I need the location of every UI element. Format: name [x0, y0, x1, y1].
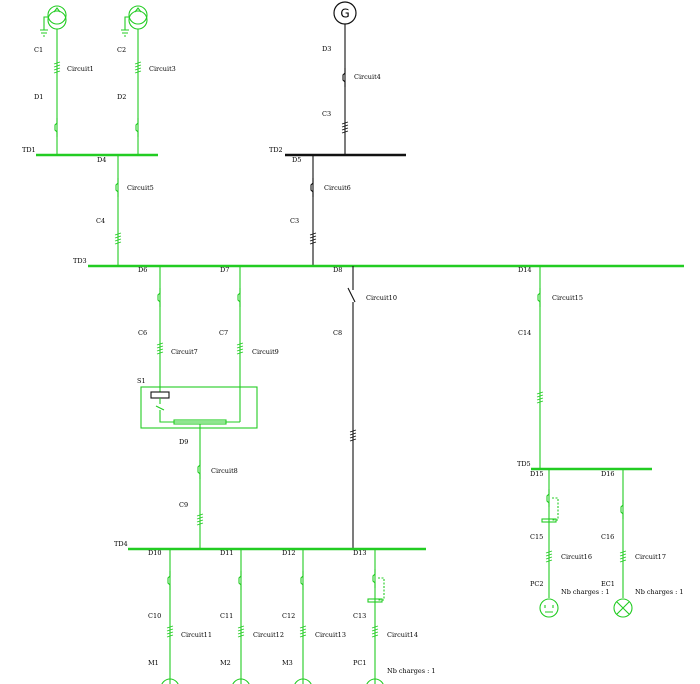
circuit6-label: Circuit6 — [324, 184, 351, 192]
protection-d11-label: D11 — [220, 549, 233, 557]
lamp-ec1-icon — [613, 598, 633, 618]
cable-c3-label-top: C3 — [322, 110, 331, 118]
load-ec1-label: EC1 — [601, 580, 615, 588]
cable-c8-label: C8 — [333, 329, 342, 337]
circuit1-label: Circuit1 — [67, 65, 94, 73]
cable-c2-label: C2 — [117, 46, 126, 54]
transformer-1-symbol — [40, 5, 67, 37]
cable-c13-label: C13 — [353, 612, 366, 620]
protection-d8-label: D8 — [333, 266, 342, 274]
socket-pc1-icon — [366, 678, 384, 684]
cable-c6-label: C6 — [138, 329, 147, 337]
protection-d9-label: D9 — [179, 438, 188, 446]
protection-d15-label: D15 — [530, 470, 543, 478]
circuit13-label: Circuit13 — [315, 631, 346, 639]
generator-letter: G — [340, 7, 349, 21]
motor-m3-icon — [294, 678, 312, 684]
cable-c16-label: C16 — [601, 533, 614, 541]
circuit8-label: Circuit8 — [211, 467, 238, 475]
protection-d5-label: D5 — [292, 156, 301, 164]
circuit9-label: Circuit9 — [252, 348, 279, 356]
protection-d3-label: D3 — [322, 45, 331, 53]
circuit4-label: Circuit4 — [354, 73, 381, 81]
circuit11-label: Circuit11 — [181, 631, 212, 639]
circuit5-label: Circuit5 — [127, 184, 154, 192]
board-td3-label: TD3 — [73, 257, 87, 265]
protection-d13-label: D13 — [353, 549, 366, 557]
circuit12-label: Circuit12 — [253, 631, 284, 639]
load-pc1-label: PC1 — [353, 659, 366, 667]
board-td5-label: TD5 — [517, 460, 531, 468]
load-m2-label: M2 — [220, 659, 231, 667]
cable-c10-label: C10 — [148, 612, 161, 620]
load-pc1-charges: Nb charges : 1 — [387, 667, 436, 675]
board-td4-label: TD4 — [114, 540, 128, 548]
cable-c1-label: C1 — [34, 46, 43, 54]
board-td2-label: TD2 — [269, 146, 283, 154]
switch-s1-symbol — [140, 386, 258, 429]
circuit17-label: Circuit17 — [635, 553, 666, 561]
breaker-d8-symbol — [347, 287, 357, 307]
load-ec1-charges: Nb charges : 1 — [635, 588, 684, 596]
socket-pc2-icon — [539, 598, 559, 618]
motor-m1-icon — [161, 678, 179, 684]
protection-d16-label: D16 — [601, 470, 614, 478]
cable-c15-label: C15 — [530, 533, 543, 541]
protection-d14-label: D14 — [518, 266, 531, 274]
motor-m2-icon — [232, 678, 250, 684]
circuit10-label: Circuit10 — [366, 294, 397, 302]
cable-c14-label: C14 — [518, 329, 531, 337]
protection-d2-label: D2 — [117, 93, 126, 101]
cable-c4-label: C4 — [96, 217, 105, 225]
switch-s1-label: S1 — [137, 377, 146, 385]
cable-c7-label: C7 — [219, 329, 228, 337]
protection-d7-label: D7 — [220, 266, 229, 274]
load-pc2-label: PC2 — [530, 580, 543, 588]
circuit16-label: Circuit16 — [561, 553, 592, 561]
cable-c12-label: C12 — [282, 612, 295, 620]
circuit3-label: Circuit3 — [149, 65, 176, 73]
breaker-d13-symbol — [367, 569, 385, 603]
cable-c9-label: C9 — [179, 501, 188, 509]
cable-c3-label-lower: C3 — [290, 217, 299, 225]
transformer-2-symbol — [121, 5, 148, 37]
load-m1-label: M1 — [148, 659, 159, 667]
load-pc2-charges: Nb charges : 1 — [561, 588, 610, 596]
protection-d1-label: D1 — [34, 93, 43, 101]
board-td1-label: TD1 — [22, 146, 36, 154]
load-m3-label: M3 — [282, 659, 293, 667]
cable-c11-label: C11 — [220, 612, 233, 620]
circuit15-label: Circuit15 — [552, 294, 583, 302]
protection-d6-label: D6 — [138, 266, 147, 274]
breaker-d15-symbol — [541, 489, 559, 523]
circuit7-label: Circuit7 — [171, 348, 198, 356]
protection-d12-label: D12 — [282, 549, 295, 557]
circuit14-label: Circuit14 — [387, 631, 418, 639]
protection-d4-label: D4 — [97, 156, 106, 164]
protection-d10-label: D10 — [148, 549, 161, 557]
